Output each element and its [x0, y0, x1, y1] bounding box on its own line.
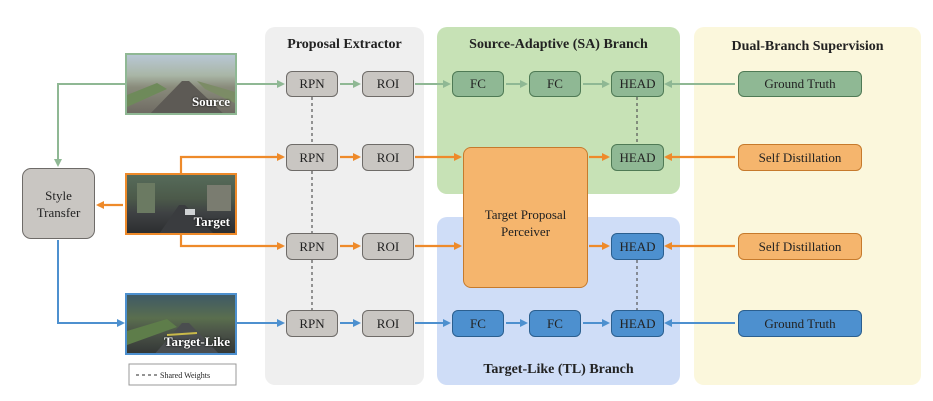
target-like-flow-arrows — [57, 240, 735, 327]
head-box-tl-distill: HEAD — [611, 233, 664, 260]
supervision-panel — [694, 27, 921, 385]
target-scene-icon — [137, 183, 231, 233]
source-image: Source — [125, 53, 237, 115]
rpn-box-target-bottom: RPN — [286, 233, 338, 260]
head-box-tl-gt: HEAD — [611, 310, 664, 337]
target-image-label: Target — [193, 214, 230, 229]
self-distillation-box-sa: Self Distillation — [738, 144, 862, 171]
self-distillation-box-tl: Self Distillation — [738, 233, 862, 260]
head-box-sa-gt: HEAD — [611, 71, 664, 97]
roi-box-source: ROI — [362, 71, 414, 97]
target-proposal-perceiver-box: Target Proposal Perceiver — [463, 147, 588, 288]
fc-box-tl-1: FC — [452, 310, 504, 337]
tl-branch-title: Target-Like (TL) Branch — [483, 362, 634, 377]
source-flow-arrows — [54, 80, 735, 167]
roi-box-target-like: ROI — [362, 310, 414, 337]
legend-label: Shared Weights — [160, 370, 211, 380]
head-box-sa-distill: HEAD — [611, 144, 664, 171]
target-like-image: Target-Like — [125, 293, 237, 355]
fc-box-tl-2: FC — [529, 310, 581, 337]
source-scene-icon — [127, 81, 235, 113]
fc-box-sa-1: FC — [452, 71, 504, 97]
target-like-image-label: Target-Like — [164, 334, 230, 349]
supervision-title: Dual-Branch Supervision — [731, 39, 884, 54]
proposal-extractor-panel — [265, 27, 424, 385]
target-image: Target — [125, 173, 237, 235]
rpn-box-target-like: RPN — [286, 310, 338, 337]
source-image-label: Source — [191, 94, 230, 109]
fc-box-sa-2: FC — [529, 71, 581, 97]
proposal-extractor-title: Proposal Extractor — [287, 37, 402, 52]
roi-box-target-top: ROI — [362, 144, 414, 171]
ground-truth-box-tl: Ground Truth — [738, 310, 862, 337]
sa-branch-title: Source-Adaptive (SA) Branch — [469, 37, 648, 52]
rpn-box-source: RPN — [286, 71, 338, 97]
legend-box — [128, 363, 237, 386]
roi-box-target-bottom: ROI — [362, 233, 414, 260]
ground-truth-box-sa: Ground Truth — [738, 71, 862, 97]
shared-weight-links — [311, 97, 638, 310]
rpn-box-target-top: RPN — [286, 144, 338, 171]
target-flow-arrows — [96, 153, 735, 250]
target-like-scene-icon — [127, 319, 219, 353]
style-transfer-box: Style Transfer — [22, 168, 95, 239]
